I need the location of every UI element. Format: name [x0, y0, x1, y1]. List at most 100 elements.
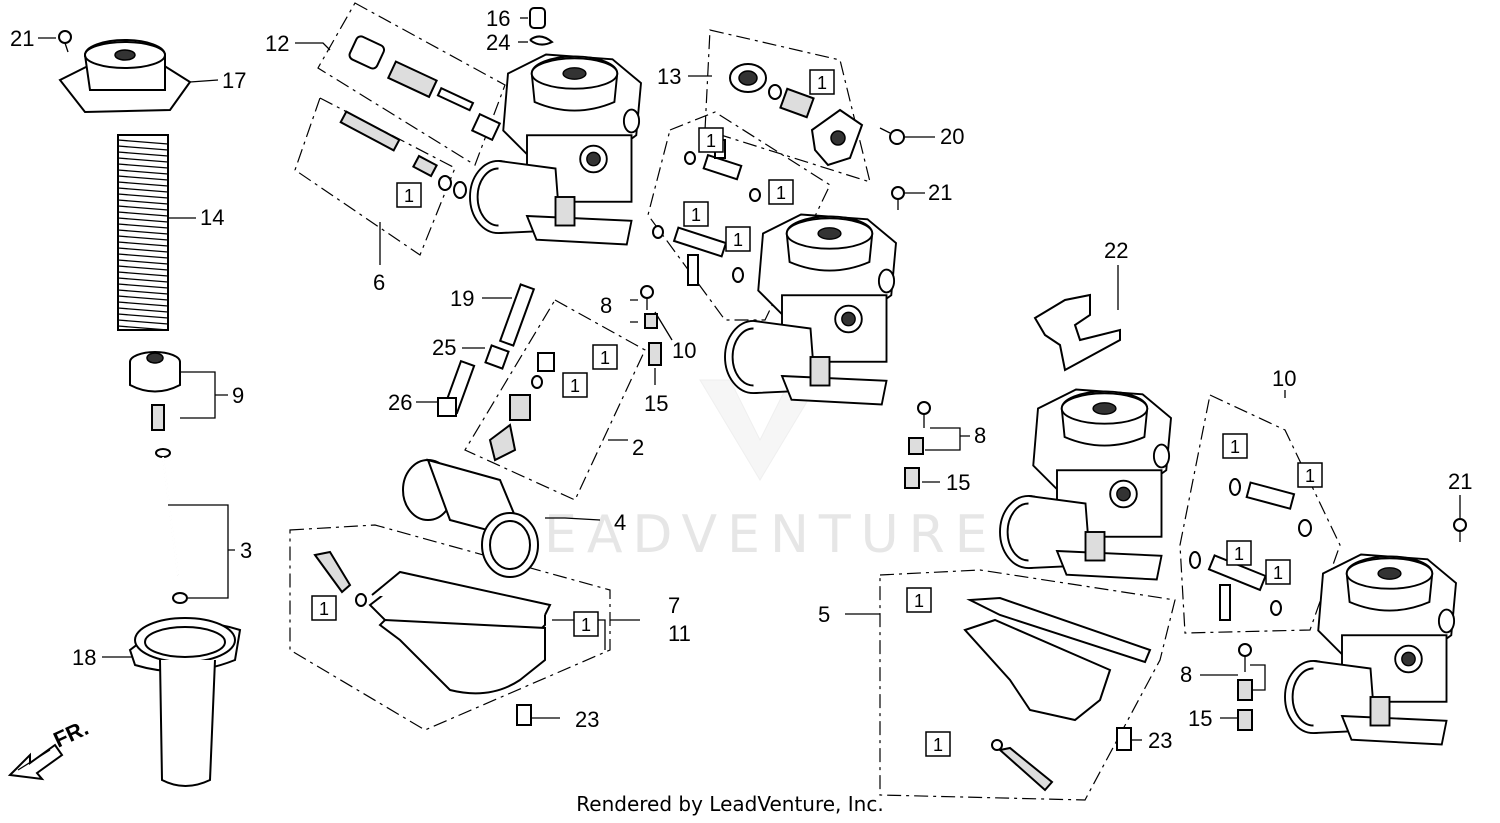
kit-box-10a-top: 1 — [698, 127, 724, 153]
kit-box-text: 1 — [570, 376, 580, 396]
callout-18: 18 — [72, 645, 96, 670]
watermark-text: LEADVENTURE — [505, 505, 998, 565]
callout-24: 24 — [486, 30, 510, 55]
jet-26 — [437, 359, 476, 417]
callout-13: 13 — [657, 64, 681, 89]
leader-lines — [38, 17, 1461, 741]
callout-4: 4 — [614, 510, 626, 535]
callout-labels: 21 17 14 9 3 18 12 6 16 24 13 20 21 19 2… — [10, 6, 1472, 753]
callout-21-right: 21 — [1448, 469, 1472, 494]
kit-box-text: 1 — [581, 615, 591, 635]
callout-14: 14 — [200, 205, 224, 230]
callout-8-right-middle: 8 — [974, 423, 986, 448]
front-direction-arrow-icon — [7, 743, 64, 781]
spring-14 — [117, 134, 169, 331]
kit-box-group-2-top: 1 — [592, 344, 618, 370]
spring-15-right-middle — [904, 467, 920, 489]
screw-23-left — [516, 704, 532, 726]
kit-box-group-6: 1 — [396, 182, 422, 208]
callout-8-middle: 8 — [600, 293, 612, 318]
kit-box-text: 1 — [733, 230, 743, 250]
callout-26: 26 — [388, 390, 412, 415]
jet-19 — [498, 283, 536, 347]
parts-group-13 — [729, 63, 864, 167]
parts-group-10b — [1189, 478, 1312, 621]
float-bowl-5 — [963, 596, 1152, 792]
screw-23-right — [1116, 727, 1132, 751]
kit-box-10b-bottom: 1 — [1265, 559, 1291, 585]
screw-8-right — [1237, 643, 1253, 701]
kit-box-text: 1 — [319, 599, 329, 619]
kit-box-text: 1 — [600, 348, 610, 368]
kit-box-text: 1 — [1305, 466, 1315, 486]
holder-9 — [129, 351, 181, 431]
carburetor-body-2 — [724, 213, 897, 406]
kit-box-group-7-left: 1 — [311, 595, 337, 621]
group-outline-10a — [647, 111, 831, 321]
screw-21-middle — [891, 186, 905, 210]
cap-16 — [529, 7, 546, 29]
callout-16: 16 — [486, 6, 510, 31]
kit-box-group-5-bottom: 1 — [925, 731, 951, 757]
callout-21: 21 — [10, 26, 34, 51]
group-outline-5 — [879, 569, 1176, 801]
callout-15-middle: 15 — [644, 391, 668, 416]
group-outline-13 — [704, 29, 871, 183]
group-outline-12 — [317, 2, 506, 166]
group-outline-6 — [294, 97, 456, 256]
callout-15-right: 15 — [1188, 706, 1212, 731]
callout-7: 7 — [668, 593, 680, 618]
group-outline-10b — [1179, 394, 1341, 634]
float-bowl-7 — [313, 550, 552, 695]
spring-15-middle — [648, 342, 662, 366]
callout-25: 25 — [432, 335, 456, 360]
nut-25 — [484, 344, 510, 370]
screw-21-right — [1453, 518, 1467, 542]
callout-6: 6 — [373, 270, 385, 295]
kit-box-text: 1 — [691, 205, 701, 225]
bracket-22 — [1033, 293, 1121, 372]
callout-17: 17 — [222, 68, 246, 93]
clip-24 — [529, 35, 554, 46]
callout-10-right: 10 — [1272, 366, 1296, 391]
credit-line: Rendered by LeadVenture, Inc. — [576, 792, 884, 816]
callout-3: 3 — [240, 538, 252, 563]
screw-21-top-left — [58, 30, 72, 53]
parts-group-6 — [339, 110, 467, 199]
callout-23-right: 23 — [1148, 728, 1172, 753]
kit-box-text: 1 — [933, 735, 943, 755]
callout-19: 19 — [450, 286, 474, 311]
callout-12: 12 — [265, 31, 289, 56]
callout-22: 22 — [1104, 238, 1128, 263]
parts-group-12 — [348, 35, 502, 142]
callout-2: 2 — [632, 435, 644, 460]
kit-box-text: 1 — [817, 73, 827, 93]
kit-box-text: 1 — [914, 591, 924, 611]
top-cover-17 — [58, 39, 192, 114]
kit-box-10a-left: 1 — [683, 201, 709, 227]
kit-box-10b-right: 1 — [1297, 462, 1323, 488]
diaphragm-18 — [128, 617, 242, 787]
callout-15-right-middle: 15 — [946, 470, 970, 495]
kit-box-10a-mid: 1 — [768, 179, 794, 205]
screw-20 — [879, 127, 905, 145]
callout-21-middle: 21 — [928, 180, 952, 205]
screw-8-right-middle — [908, 401, 931, 455]
callout-11: 11 — [668, 621, 691, 646]
kit-box-text: 1 — [404, 186, 414, 206]
callout-8-right: 8 — [1180, 662, 1192, 687]
intake-joint-4 — [402, 458, 539, 578]
callout-5: 5 — [818, 602, 830, 627]
carburetor-body-3 — [999, 388, 1172, 581]
callout-9: 9 — [232, 383, 244, 408]
kit-box-group-2-mid: 1 — [562, 372, 588, 398]
kit-box-text: 1 — [706, 131, 716, 151]
carburetor-body-1 — [469, 53, 642, 246]
callout-10-middle: 10 — [672, 338, 696, 363]
parts-group-2 — [488, 352, 555, 462]
kit-box-text: 1 — [776, 183, 786, 203]
carburetor-body-4 — [1284, 553, 1457, 746]
group-outline-2 — [464, 299, 646, 501]
